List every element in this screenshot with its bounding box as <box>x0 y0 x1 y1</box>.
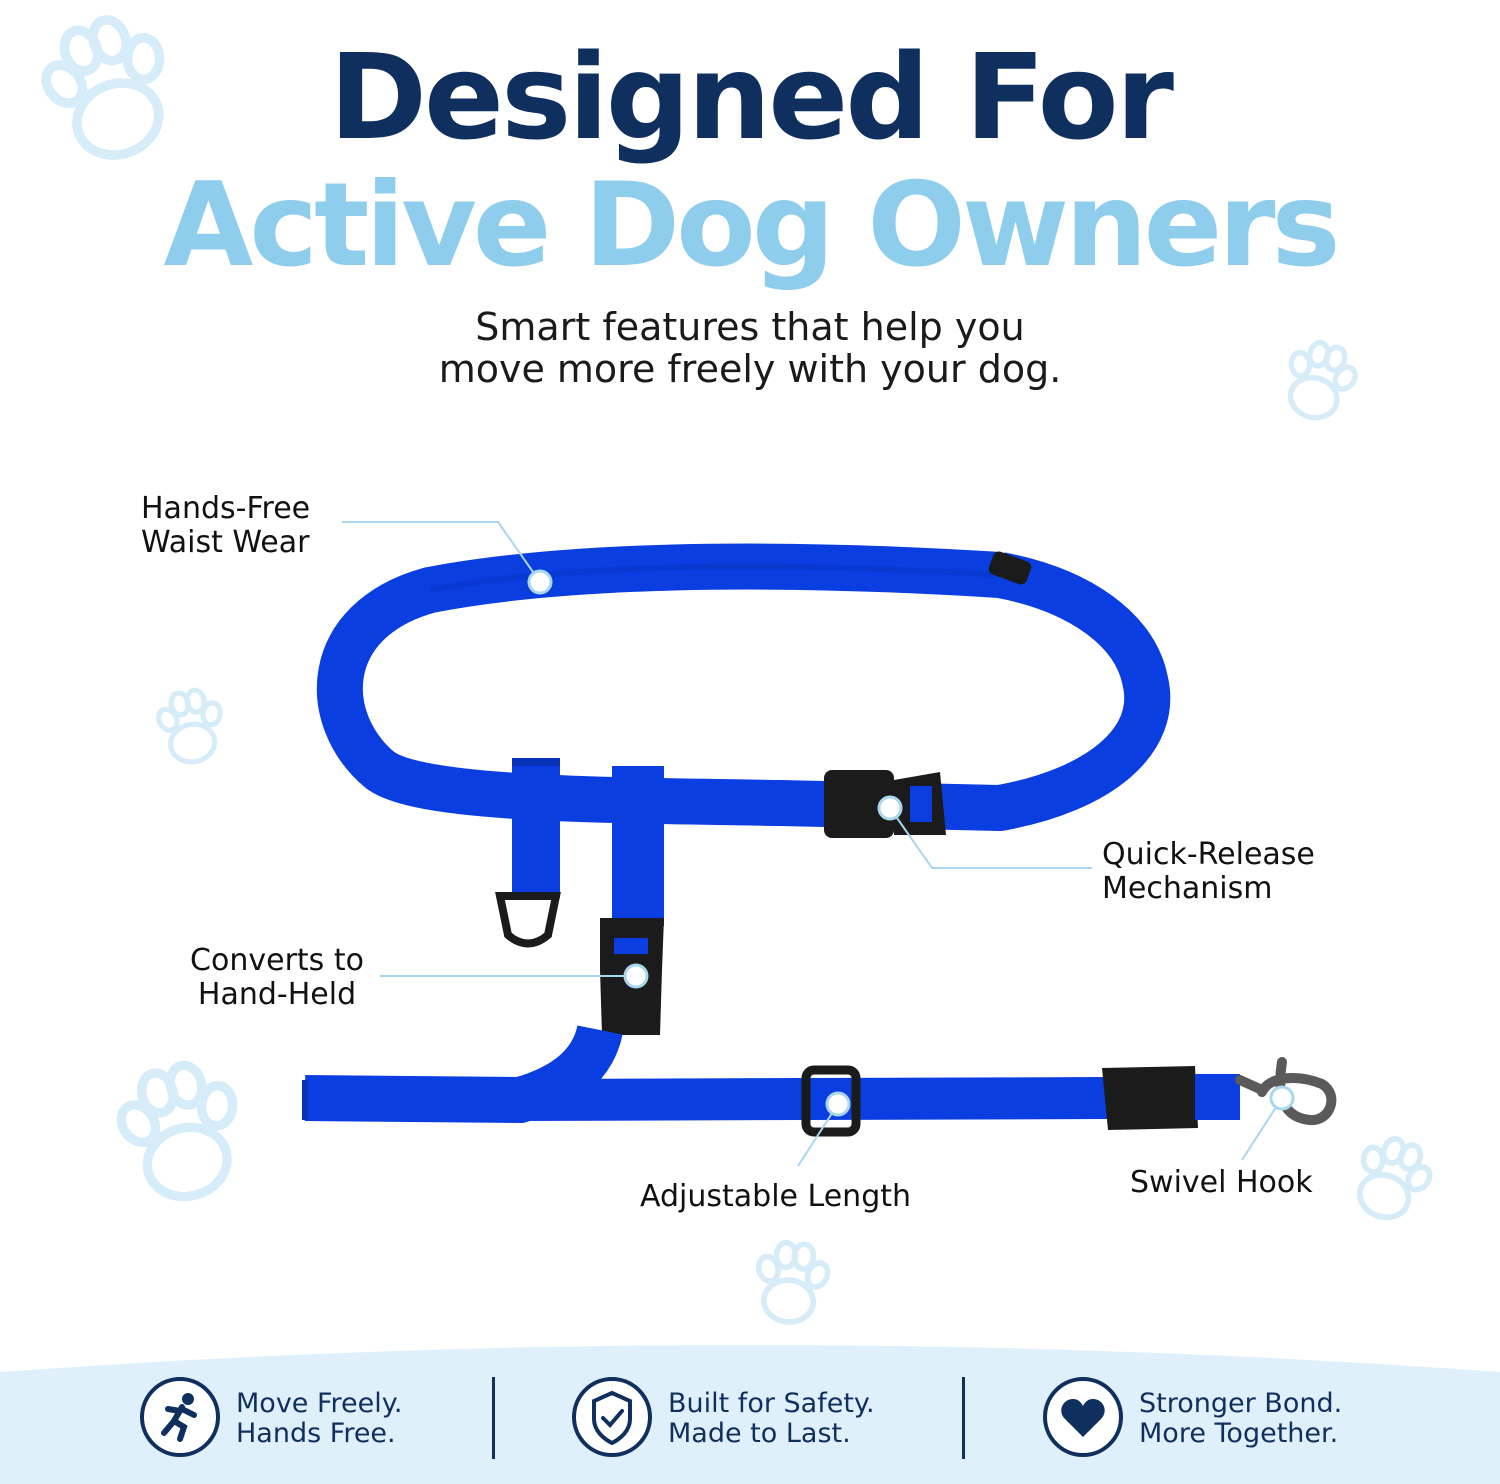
footer-divider <box>492 1377 495 1459</box>
callout-release-line2: Mechanism <box>1102 871 1273 906</box>
subtitle-line1: Smart features that help you <box>475 305 1025 349</box>
footer-band <box>0 1345 1500 1484</box>
paw-print-decoration <box>106 1054 259 1210</box>
callout-convert-line2: Hand-Held <box>197 977 357 1012</box>
footer-bond-line2: More Together. <box>1139 1418 1339 1449</box>
subtitle-line2: move more freely with your dog. <box>438 347 1062 391</box>
callout-hook-line1: Swivel Hook <box>1130 1165 1313 1200</box>
running-person-icon <box>140 1377 220 1457</box>
callout-waist: Hands-Free Waist Wear <box>141 492 310 560</box>
footer-bond-line1: Stronger Bond. <box>1139 1388 1343 1419</box>
paw-print-decoration <box>152 686 231 767</box>
callout-length: Adjustable Length <box>640 1180 911 1214</box>
heart-icon <box>1043 1377 1123 1457</box>
callout-length-line1: Adjustable Length <box>640 1179 912 1214</box>
callout-dot <box>877 795 903 821</box>
paw-print-decoration <box>1343 1129 1441 1229</box>
headline-line2: Active Dog Owners <box>163 158 1340 293</box>
subtitle: Smart features that help you move more f… <box>0 306 1500 390</box>
footer-move-line1: Move Freely. <box>236 1388 403 1419</box>
footer-safety-line2: Made to Last. <box>668 1418 851 1449</box>
callout-waist-line2: Waist Wear <box>141 525 310 560</box>
callout-release-line1: Quick-Release <box>1102 837 1315 872</box>
belt-slider <box>988 551 1032 585</box>
footer-item-safety: Built for Safety. Made to Last. <box>570 1375 930 1465</box>
connector-strap <box>612 766 664 926</box>
callout-convert-line1: Converts to <box>190 943 364 978</box>
callout-dot <box>623 963 649 989</box>
d-ring-icon <box>495 892 561 948</box>
footer-safety-line1: Built for Safety. <box>668 1388 875 1419</box>
length-adjuster <box>801 1065 861 1137</box>
callout-dot <box>1269 1085 1295 1111</box>
hook-buckle <box>1102 1066 1198 1130</box>
headline-line1: Designed For <box>329 28 1174 166</box>
shield-check-icon <box>572 1377 652 1457</box>
callout-hook: Swivel Hook <box>1130 1166 1313 1200</box>
callout-convert: Converts to Hand-Held <box>180 944 374 1012</box>
footer-divider <box>962 1377 965 1459</box>
footer-move-line2: Hands Free. <box>236 1418 396 1449</box>
callout-waist-line1: Hands-Free <box>141 491 311 526</box>
callout-dot <box>825 1091 851 1117</box>
callout-dot <box>527 569 553 595</box>
paw-print-decoration <box>751 1240 833 1325</box>
footer-item-move: Move Freely. Hands Free. <box>138 1375 468 1465</box>
d-ring-strap <box>512 758 560 898</box>
callout-release: Quick-Release Mechanism <box>1102 838 1315 906</box>
footer-item-bond: Stronger Bond. More Together. <box>1041 1375 1401 1465</box>
quick-release-buckle <box>824 770 894 838</box>
waist-belt <box>316 543 1171 831</box>
